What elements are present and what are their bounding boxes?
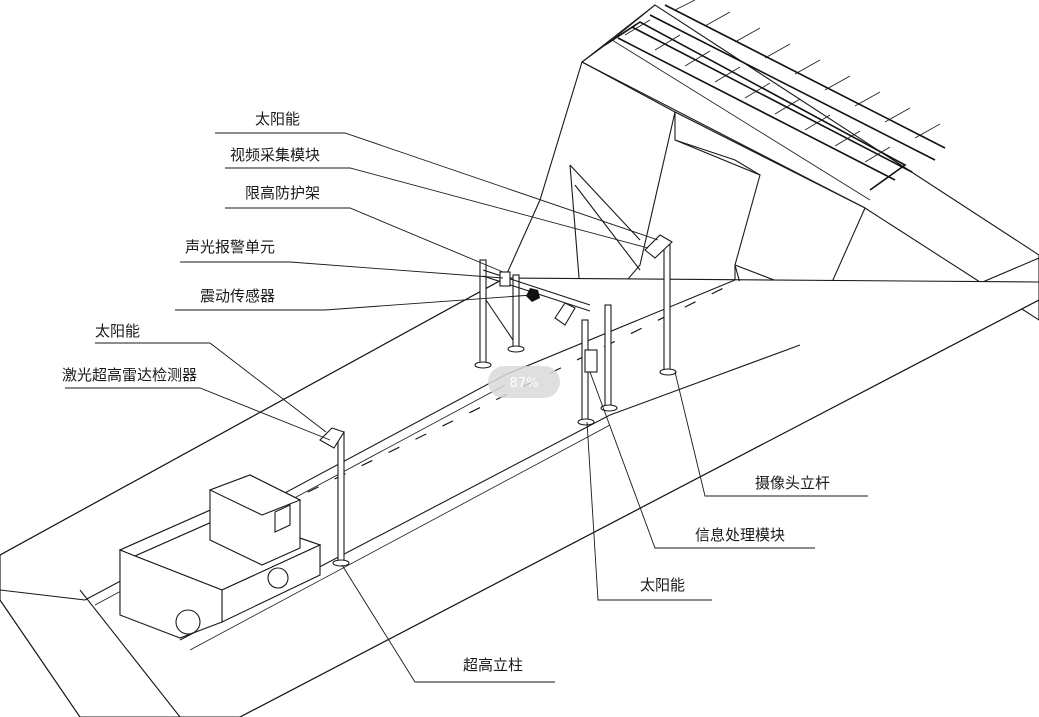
zoom-level-text: 87% (510, 376, 539, 391)
label-solar-top: 太阳能 (255, 110, 300, 128)
height-limit-frame (474, 259, 591, 369)
truck (118, 474, 322, 639)
label-height-column: 超高立柱 (463, 656, 523, 674)
labels: 太阳能 视频采集模块 限高防护架 声光报警单元 震动传感器 太阳能 激光超高雷达… (62, 110, 830, 674)
label-video-module: 视频采集模块 (230, 146, 320, 164)
label-solar-bottom: 太阳能 (640, 576, 685, 594)
road (0, 277, 1039, 717)
label-solar-left: 太阳能 (95, 322, 140, 340)
vibration-sensor-box (526, 288, 540, 302)
label-height-limit-frame: 限高防护架 (245, 184, 320, 202)
camera-poles (577, 234, 677, 426)
label-info-module: 信息处理模块 (695, 526, 785, 544)
label-laser-radar: 激光超高雷达检测器 (62, 366, 197, 384)
label-sound-light-alarm: 声光报警单元 (185, 238, 275, 256)
zoom-level-badge[interactable]: 87% (488, 366, 560, 398)
height-column (319, 427, 350, 567)
leader-lines (65, 132, 868, 683)
label-vibration-sensor: 震动传感器 (200, 287, 275, 305)
label-camera-pole: 摄像头立杆 (755, 474, 830, 492)
